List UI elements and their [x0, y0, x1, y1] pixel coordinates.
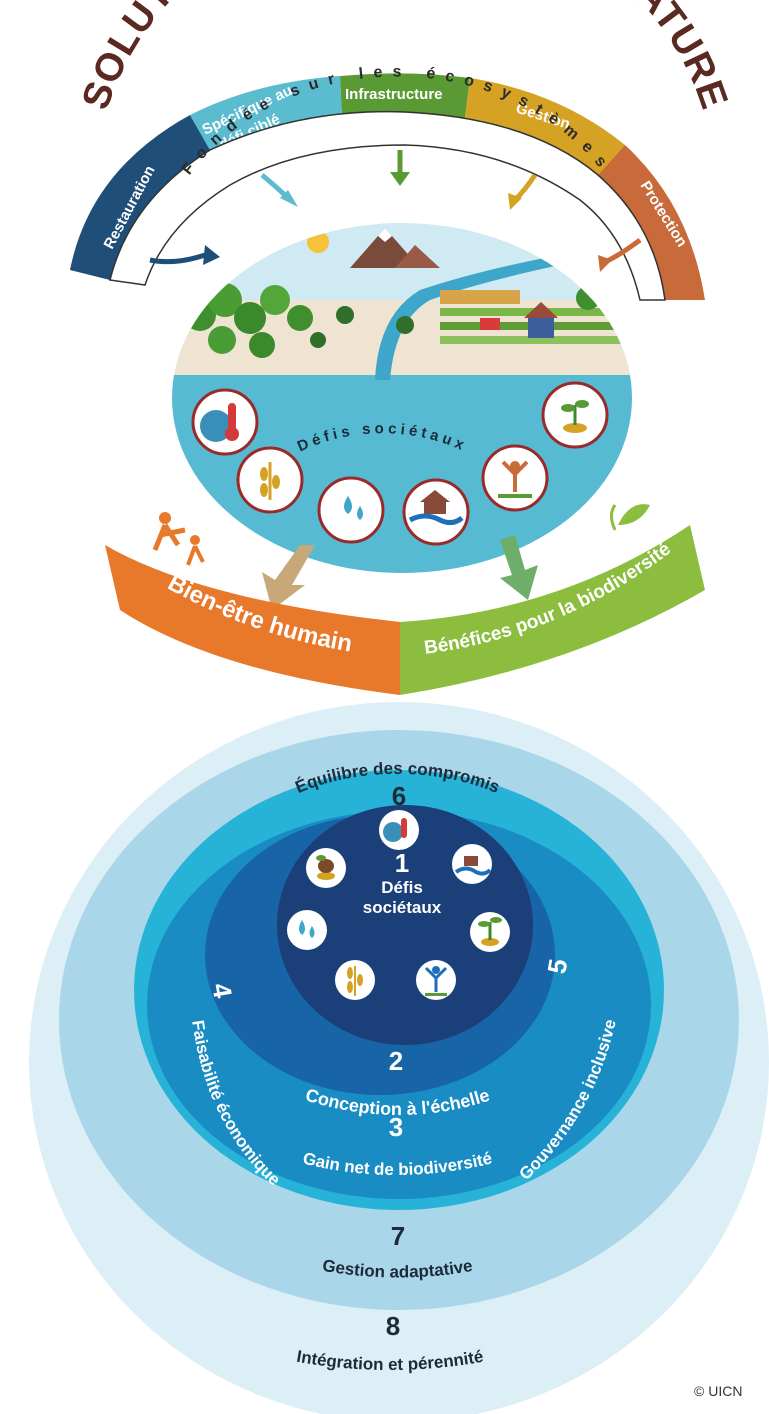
- thermometer-icon-small: [379, 810, 419, 850]
- criterion-3-number: 3: [389, 1112, 403, 1142]
- approach-arrows: [149, 150, 642, 272]
- band-infrastructure: [340, 73, 470, 118]
- economic-development-icon: [541, 381, 609, 449]
- copyright-notice: © UICN: [694, 1383, 743, 1399]
- band-label-infrastructure: Infrastructure: [345, 86, 443, 103]
- leaf-icon: [610, 504, 650, 531]
- wellbeing-band: [105, 545, 400, 695]
- economic-development-icon-small: [306, 848, 346, 888]
- wheat-icon-small: [335, 960, 375, 1000]
- band-gestion: [465, 78, 625, 175]
- water-security-icon: [317, 476, 385, 544]
- criterion-4-number: 4: [206, 981, 238, 1001]
- biodiversity-band: [400, 525, 705, 695]
- criterion-2-number: 2: [389, 1046, 403, 1076]
- criterion-1-number: 1: [395, 848, 409, 878]
- ecosystem-band: [109, 110, 666, 301]
- human-health-icon: [481, 444, 549, 512]
- criterion-5-number: 5: [541, 957, 573, 976]
- human-health-icon-small: [416, 960, 456, 1000]
- disaster-risk-icon: [402, 478, 470, 546]
- water-security-icon-small: [287, 910, 327, 950]
- criterion-1-label-line2: sociétaux: [363, 898, 442, 917]
- disaster-risk-icon-small: [452, 844, 492, 884]
- biodiversity-arrow: [500, 535, 538, 600]
- criterion-1-label-line1: Défis: [381, 878, 423, 897]
- band-restauration: [70, 115, 210, 280]
- criterion-7-number: 7: [391, 1221, 405, 1251]
- food-security-icon-small: [470, 912, 510, 952]
- criterion-6-number: 6: [392, 781, 406, 811]
- food-security-icon: [236, 446, 304, 514]
- people-icon: [152, 512, 205, 566]
- wellbeing-arrow: [262, 545, 315, 610]
- criterion-8-number: 8: [386, 1311, 400, 1341]
- band-protection: [598, 145, 705, 300]
- thermometer-icon: [191, 388, 259, 456]
- band-specifique: [190, 76, 342, 150]
